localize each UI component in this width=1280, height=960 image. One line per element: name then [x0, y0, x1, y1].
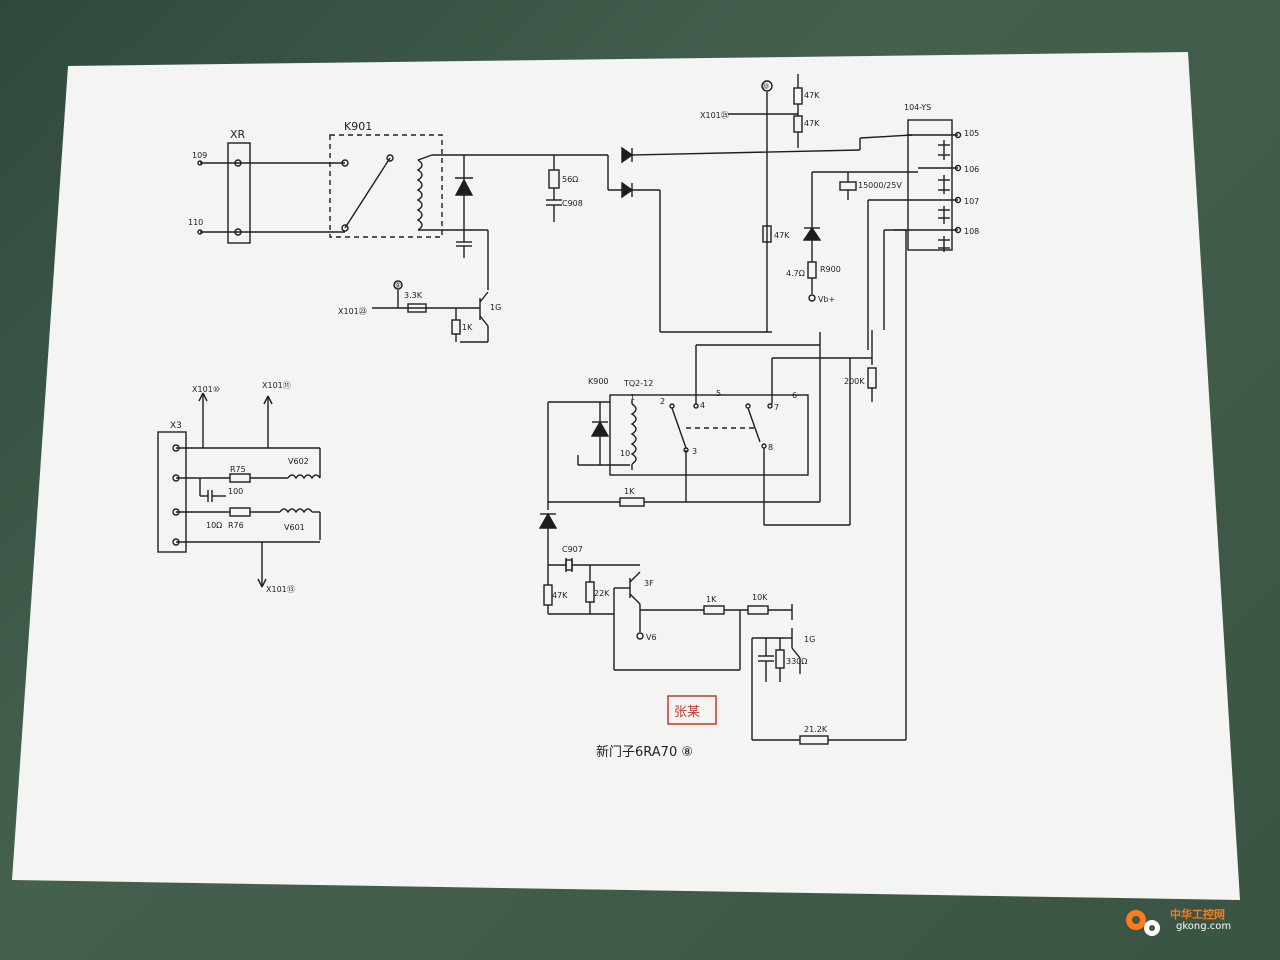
q1g-low-label: 1G [804, 635, 815, 644]
ys-label: 104-YS [904, 103, 931, 112]
cap-15000-label: 15000/25V [858, 181, 902, 190]
k900-pin-10: 10 [620, 449, 630, 458]
k900-box [609, 394, 809, 476]
x101-25-label: X101㉕ [700, 111, 729, 120]
r1k-label: 1K [624, 487, 635, 496]
r56-label: 56Ω [562, 175, 578, 184]
r75-label: R75 [230, 465, 246, 474]
r76-value-label: 10Ω [206, 521, 222, 530]
x101-13-label: X101⑬ [266, 585, 295, 594]
q3f-label: 3F [644, 579, 654, 588]
k900-pin-4: 4 [700, 401, 705, 410]
schematic-labels: XR 109 110 K901 56Ω C908 1G X101㉓ 3.3K 1… [170, 82, 979, 760]
r900-label: R900 [820, 265, 841, 274]
k900-pin-7: 7 [774, 403, 779, 412]
x101-11-label: X101⑪ [262, 381, 291, 390]
r1k-pull-label: 1K [462, 323, 473, 332]
node-9-label: ⑨ [394, 281, 401, 290]
r1k-b-label: 1K [706, 595, 717, 604]
gear-logo-icon [1126, 910, 1160, 936]
vb-label: Vb+ [818, 295, 835, 304]
r47k-1-label: 47K [804, 91, 820, 100]
r47k-mid-label: 47K [774, 231, 790, 240]
r212k-label: 21.2K [804, 725, 828, 734]
tq2-label: TQ2-12 [623, 379, 653, 388]
k900-pin-1: 1 [630, 393, 635, 402]
k900-label: K900 [588, 377, 609, 386]
q1g-top-label: 1G [490, 303, 501, 312]
x3-label: X3 [170, 421, 182, 431]
pin-109-label: 109 [192, 151, 207, 160]
pin-108-label: 108 [964, 227, 979, 236]
c908-label: C908 [562, 199, 583, 208]
pin-105-label: 105 [964, 129, 979, 138]
ys-connector [907, 119, 953, 251]
seal-text: 张某 [674, 705, 700, 720]
r76-label: R76 [228, 521, 244, 530]
circuit-lines [157, 74, 962, 745]
r10k-label: 10K [752, 593, 768, 602]
paper-sheet [12, 52, 1240, 900]
pin-107-label: 107 [964, 197, 979, 206]
watermark-title: 中华工控网 [1170, 908, 1225, 921]
r200k-label: 200K [844, 377, 865, 386]
gkong-watermark: 中华工控网 gkong.com [1118, 902, 1268, 942]
caption-text: 新门子6RA70 ⑧ [596, 744, 693, 760]
xr-connector [227, 142, 251, 244]
v6-label: V6 [646, 633, 657, 642]
xr-label: XR [230, 128, 246, 141]
k901-box [329, 134, 443, 238]
k901-label: K901 [344, 120, 372, 133]
r330-label: 330Ω [786, 657, 807, 666]
cap-100-label: 100 [228, 487, 243, 496]
r22k-label: 22K [594, 589, 610, 598]
r900-value-label: 4.7Ω [786, 269, 805, 278]
r47k-low-label: 47K [552, 591, 568, 600]
r33k-label: 3.3K [404, 291, 423, 300]
pin-110-label: 110 [188, 218, 203, 227]
seal-stamp [667, 695, 717, 725]
x3-connector [157, 431, 187, 553]
k900-pin-3: 3 [692, 447, 697, 456]
k900-pin-8: 8 [768, 443, 773, 452]
watermark-site: gkong.com [1176, 921, 1232, 932]
node-10-label: ⑩ [762, 82, 769, 91]
x101-23-label: X101㉓ [338, 307, 367, 316]
r47k-2-label: 47K [804, 119, 820, 128]
pin-106-label: 106 [964, 165, 979, 174]
v602-label: V602 [288, 457, 309, 466]
k900-pin-6: 6 [792, 391, 797, 400]
k900-pin-5: 5 [716, 389, 721, 398]
v601-label: V601 [284, 523, 305, 532]
k900-pin-2: 2 [660, 397, 665, 406]
c907-label: C907 [562, 545, 583, 554]
x101-10-label: X101⑩ [192, 385, 220, 394]
